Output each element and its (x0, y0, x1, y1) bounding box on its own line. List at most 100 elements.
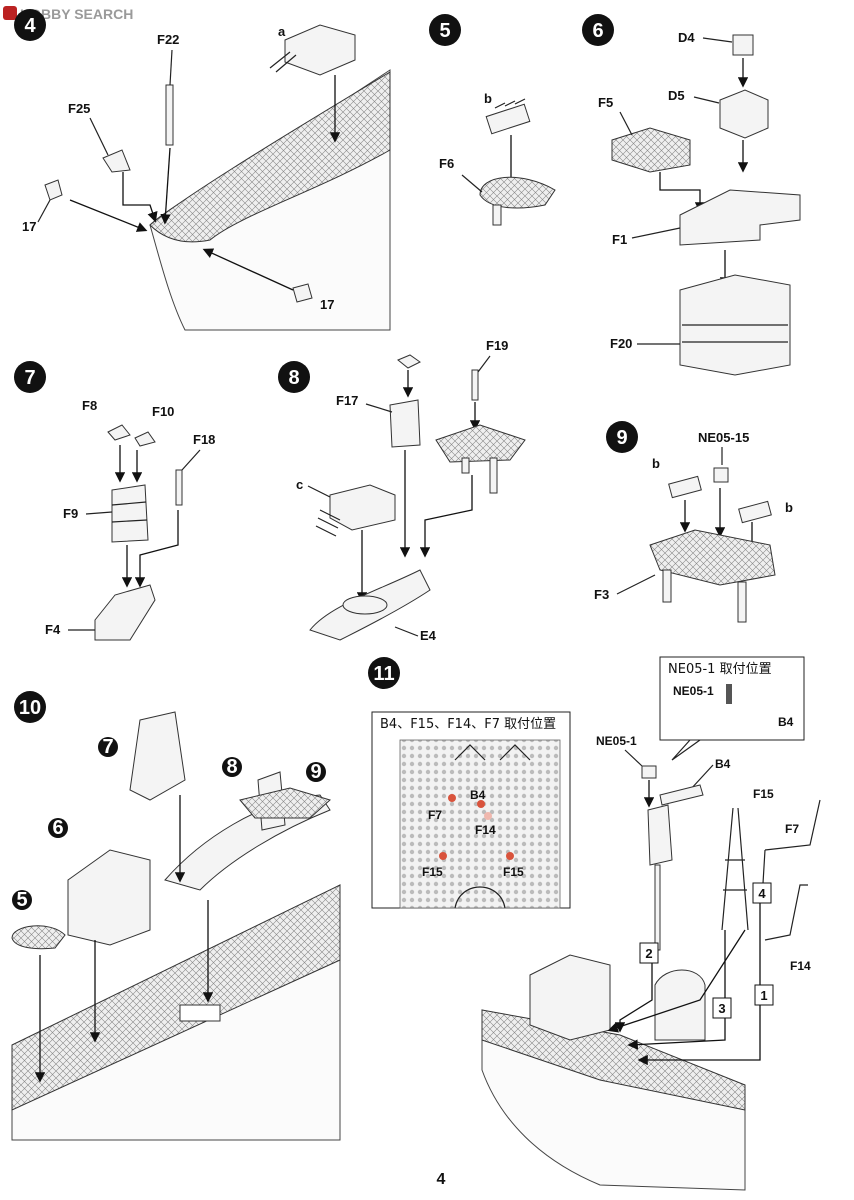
part-ne0515 (713, 467, 729, 483)
part-f1 (679, 189, 801, 246)
guide-num-4: 4 (758, 886, 766, 901)
label-f17: F17 (336, 393, 358, 408)
part-f14 (764, 884, 808, 941)
part-f19 (471, 369, 479, 401)
label-a: a (278, 24, 286, 39)
part-17-left (44, 179, 63, 201)
aft-deck (481, 1009, 746, 1111)
callout-ne051: NE05-1 取付位置 NE05-1 B4 (659, 656, 805, 761)
part-f18 (175, 469, 183, 506)
step-9: 9 NE05-15 b b F3 (594, 421, 793, 623)
callout-b4: B4 (470, 788, 486, 802)
guide-box-2 (639, 942, 659, 964)
label-f3: F3 (594, 587, 609, 602)
watermark: HOBBY SEARCH (3, 6, 133, 22)
part-b-left (668, 475, 702, 499)
label-f6: F6 (439, 156, 454, 171)
assembly-5 (11, 925, 66, 950)
label-c: c (296, 477, 303, 492)
label-sub-8: 8 (226, 756, 237, 778)
part-b-gun (485, 98, 531, 135)
part-b4 (659, 784, 704, 806)
label-f14: F14 (790, 959, 811, 973)
step-6: 6 D4 D5 F5 F1 F20 (582, 14, 801, 376)
part-f4 (94, 584, 156, 641)
label-sub-6: 6 (52, 817, 63, 839)
label-f4: F4 (45, 622, 61, 637)
callout-f15-left: F15 (422, 865, 443, 879)
guide-num-1: 1 (760, 988, 767, 1003)
part-f17 (389, 399, 421, 448)
label-f7: F7 (785, 822, 799, 836)
part-f9 (111, 484, 149, 543)
part-f3 (649, 529, 776, 586)
part-c-launcher (315, 484, 396, 537)
label-f20: F20 (610, 336, 632, 351)
label-b-left: b (652, 456, 660, 471)
step8-platform (435, 424, 526, 463)
part-17-right (292, 283, 313, 303)
label-f19: F19 (486, 338, 508, 353)
step-10-number: 10 (19, 697, 41, 719)
dot-f15-left (439, 852, 447, 860)
label-f1: F1 (612, 232, 627, 247)
label-ne0515: NE05-15 (698, 430, 749, 445)
assembly-7 (129, 711, 186, 801)
label-sub-9: 9 (310, 761, 321, 783)
part-ne051 (641, 765, 657, 779)
step-6-number: 6 (592, 20, 603, 42)
step-4-badge (14, 9, 46, 41)
step-6-badge (582, 14, 614, 46)
label-d5: D5 (668, 88, 685, 103)
step-4: 4 a F22 F25 17 17 (14, 9, 391, 331)
step-9-badge (606, 421, 638, 453)
main-deck-left (11, 884, 341, 1111)
part-d4 (732, 34, 754, 56)
step-4-number: 4 (24, 15, 36, 37)
part-f8 (107, 424, 131, 441)
part-f17-cap (397, 354, 421, 369)
aft-bridge (529, 954, 611, 1041)
label-ne051: NE05-1 (596, 734, 637, 748)
part-f22 (165, 84, 174, 146)
callout-f15-right: F15 (503, 865, 524, 879)
label-b: b (484, 91, 492, 106)
label-f22: F22 (157, 32, 179, 47)
label-f15: F15 (753, 787, 774, 801)
callout-positions-title: B4、F15、F14、F7 取付位置 (380, 717, 556, 732)
step-5: 5 b F6 (429, 14, 556, 226)
label-b-right: b (785, 500, 793, 515)
label-b4: B4 (715, 757, 731, 771)
assembly-9 (239, 787, 331, 819)
step-5-badge (429, 14, 461, 46)
step-5-number: 5 (439, 20, 450, 42)
step-8: 8 F17 F19 c E4 (278, 338, 526, 643)
label-f5: F5 (598, 95, 613, 110)
aft-funnel (654, 969, 706, 1041)
turret-a (269, 24, 356, 76)
dot-b4 (477, 800, 485, 808)
callout-positions: B4、F15、F14、F7 取付位置 B4 F7 F14 F15 F15 (371, 711, 571, 909)
dot-b4-left (448, 794, 456, 802)
step-11-badge (368, 657, 400, 689)
label-f10: F10 (152, 404, 174, 419)
callout-f7: F7 (428, 808, 442, 822)
guide-box-1 (754, 984, 774, 1006)
label-f25: F25 (68, 101, 90, 116)
label-f18: F18 (193, 432, 215, 447)
step-11-number: 11 (373, 663, 394, 685)
guide-num-2: 2 (645, 946, 652, 961)
callout-ne051-title: NE05-1 取付位置 (668, 662, 772, 677)
dot-f14 (484, 812, 492, 820)
part-f6 (479, 176, 556, 209)
guide-box-3 (712, 997, 732, 1019)
label-17-right: 17 (320, 297, 334, 312)
step-10-badge (14, 691, 46, 723)
step-8-badge (278, 361, 310, 393)
part-d5 (719, 89, 769, 139)
label-e4: E4 (420, 628, 437, 643)
callout-ne051-ref: B4 (778, 715, 794, 729)
callout-f14: F14 (475, 823, 496, 837)
step-8-number: 8 (288, 367, 299, 389)
